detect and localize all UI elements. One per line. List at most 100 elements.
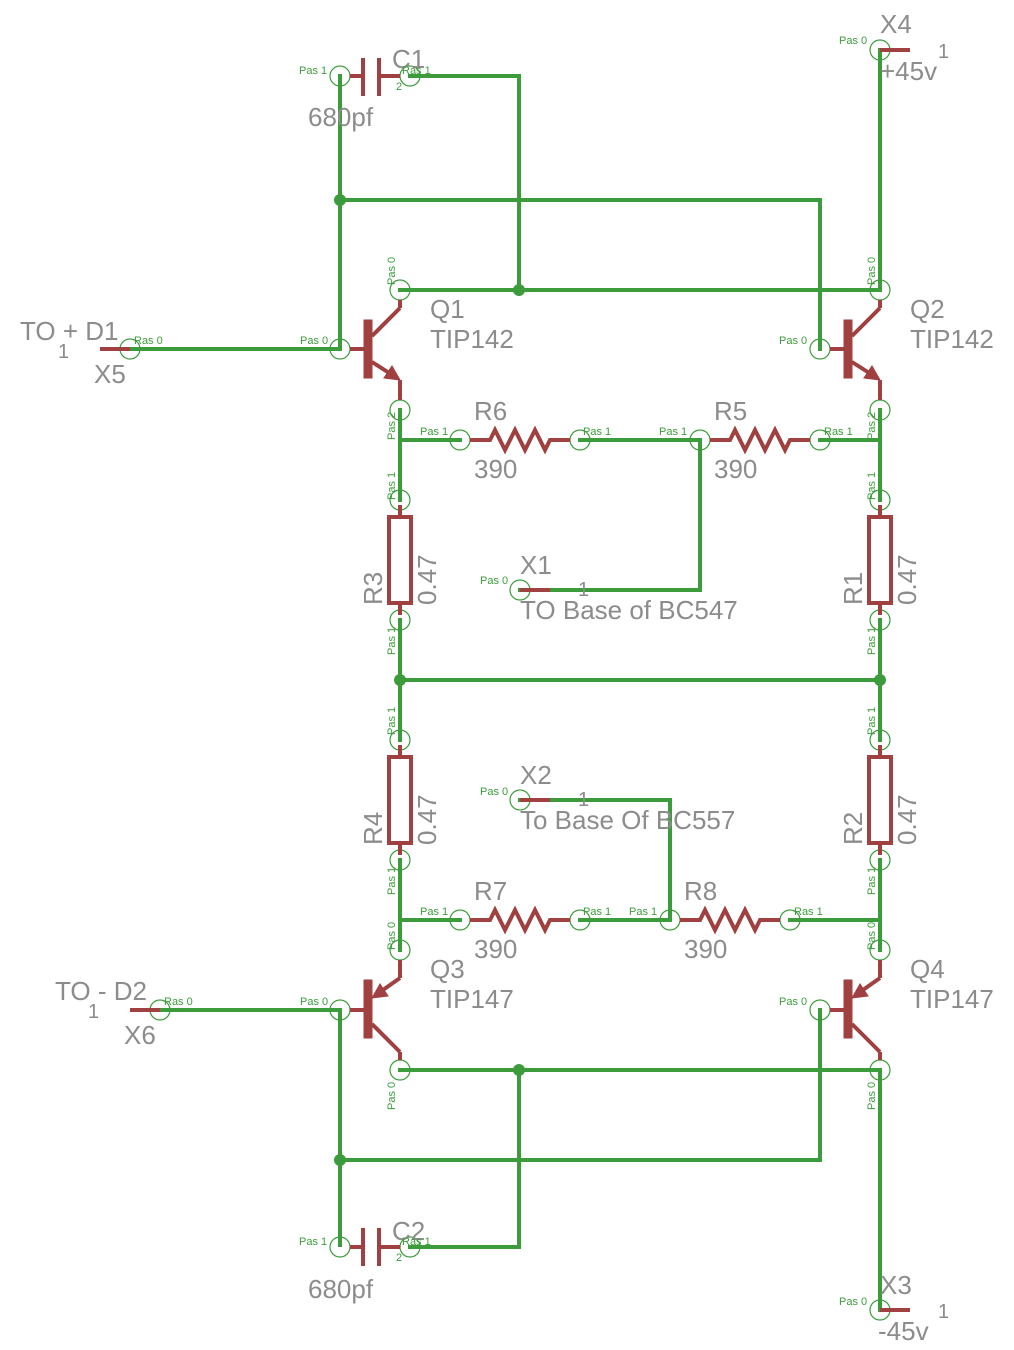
pin-label: Pas 1 (386, 867, 398, 895)
x3-pin: 1 (938, 1301, 949, 1323)
x4-name: X4 (880, 9, 912, 39)
pin-label: Pas 0 (779, 335, 807, 347)
q4-value: TIP147 (910, 984, 994, 1014)
x1-pin: 1 (578, 579, 589, 601)
c2-value: 680pf (308, 1274, 374, 1304)
transistor-q4 (830, 960, 882, 1060)
resistor-r1 (867, 505, 893, 615)
x1-label: TO Base of BC547 (520, 595, 738, 625)
pin-label: Pas 0 (480, 786, 508, 798)
pin-label: Pas 1 (583, 906, 611, 918)
pin-label: Pas 1 (386, 627, 398, 655)
r2-value: 0.47 (892, 794, 922, 845)
pin-label: Ras 0 (134, 335, 163, 347)
pin-label: Pas 1 (583, 426, 611, 438)
wire-top-rail (338, 198, 822, 351)
x4-label: +45v (880, 56, 937, 86)
c1-name: C1 (392, 44, 425, 74)
pin-label: Pas 1 (386, 707, 398, 735)
junctions (334, 194, 886, 1166)
pin-label: Pas 1 (866, 707, 878, 735)
c1-value: 680pf (308, 102, 374, 132)
r4-value: 0.47 (412, 794, 442, 845)
pin-label: Ras 0 (164, 996, 193, 1008)
pin-label: Ras 1 (402, 1236, 431, 1248)
x3-label: -45v (878, 1316, 929, 1346)
pin-label: Pas 1 (386, 472, 398, 500)
x1-name: X1 (520, 550, 552, 580)
q1-value: TIP142 (430, 324, 514, 354)
pin-label: Ras 1 (402, 65, 431, 77)
transistor-q3 (350, 960, 402, 1060)
r5-value: 390 (714, 454, 757, 484)
pin-label: Ras 1 (794, 906, 823, 918)
r6-value: 390 (474, 454, 517, 484)
r3-name: R3 (358, 572, 388, 605)
pin-label: Ras 1 (824, 426, 853, 438)
r8-value: 390 (684, 934, 727, 964)
x6-name: X6 (124, 1020, 156, 1050)
pin-labels: Pas 1 Ras 1 2 Pas 0 Ras 0 Pas 0 Pas 0 Pa… (134, 35, 878, 1308)
pin-label: Pas 2 (386, 412, 398, 440)
x2-name: X2 (520, 760, 552, 790)
pin-label: Pas 1 (866, 867, 878, 895)
r1-name: R1 (838, 572, 868, 605)
junction-dot (513, 1064, 525, 1076)
wires (128, 48, 882, 1312)
x3-name: X3 (880, 1270, 912, 1300)
x6-pin: 1 (88, 1001, 99, 1023)
pin-label: Pas 2 (866, 412, 878, 440)
pin-rings (119, 39, 891, 1321)
resistor-r2 (867, 745, 893, 855)
x2-pin: 1 (578, 789, 589, 811)
pin-label: 2 (396, 81, 402, 93)
wire-bottom-rail (338, 1008, 822, 1162)
r4-name: R4 (358, 812, 388, 845)
x5-name: X5 (94, 359, 126, 389)
wire-x2 (518, 798, 672, 922)
junction-dot (334, 194, 346, 206)
q2-name: Q2 (910, 294, 945, 324)
q3-name: Q3 (430, 954, 465, 984)
x6-label: TO - D2 (55, 976, 147, 1006)
resistor-r4 (387, 745, 413, 855)
wire-c1-right (408, 74, 521, 292)
transistor-q1 (350, 300, 402, 400)
x5-label: TO + D1 (20, 316, 119, 346)
pin-label: Pas 0 (839, 1296, 867, 1308)
transistor-q2 (830, 300, 882, 400)
pin-label: Pas 1 (866, 472, 878, 500)
pin-label: Pas 1 (866, 627, 878, 655)
pin-label: Pas 1 (659, 426, 687, 438)
pin-label: Pas 0 (866, 257, 878, 285)
r2-name: R2 (838, 812, 868, 845)
junction-dot (334, 1154, 346, 1166)
connector-stubs (100, 48, 910, 1312)
pin-label: Pas 0 (839, 35, 867, 47)
r5-name: R5 (714, 396, 747, 426)
capacitor-c1 (350, 58, 400, 96)
r3-value: 0.47 (412, 554, 442, 605)
pin-label: Pas 0 (779, 996, 807, 1008)
wire-c2-right (408, 1068, 521, 1249)
resistor-r5 (710, 425, 810, 455)
r8-name: R8 (684, 876, 717, 906)
resistor-r8 (680, 905, 780, 935)
junction-dot (874, 674, 886, 686)
pin-label: Pas 0 (480, 575, 508, 587)
capacitor-c2 (350, 1228, 400, 1266)
pin-label: Pas 0 (386, 1082, 398, 1110)
q1-name: Q1 (430, 294, 465, 324)
junction-dot (513, 284, 525, 296)
c2-name: C2 (392, 1216, 425, 1246)
resistor-r3 (387, 505, 413, 615)
pin-label: 2 (396, 1252, 402, 1264)
wire-x1 (518, 438, 702, 592)
r7-name: R7 (474, 876, 507, 906)
x2-label: To Base Of BC557 (520, 805, 735, 835)
pin-label: Pas 0 (386, 922, 398, 950)
pin-label: Pas 0 (866, 1082, 878, 1110)
q3-value: TIP147 (430, 984, 514, 1014)
